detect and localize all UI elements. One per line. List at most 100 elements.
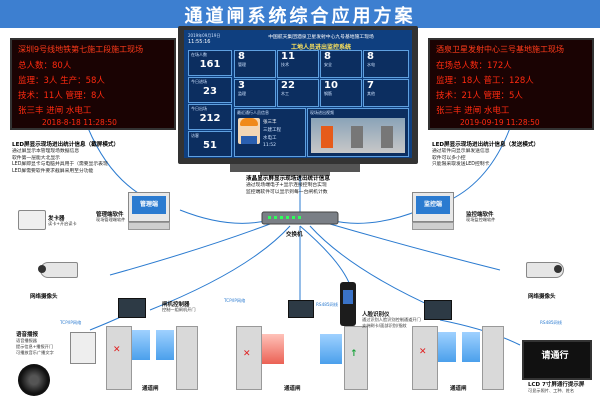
trade-count: 8 xyxy=(238,51,245,62)
screen-system-title: 工地人员进出监控系统 xyxy=(290,44,351,51)
net-label: RS485网线 xyxy=(540,320,562,325)
gate-pillar xyxy=(236,326,262,390)
manage-pc-screen: 管理端 xyxy=(132,196,166,214)
person-name: 张三丰 xyxy=(263,120,277,125)
voice-controller-label: 语音播报 xyxy=(16,332,39,338)
monitor-pc-screen: 监控端 xyxy=(416,196,450,214)
video-frame xyxy=(311,118,405,153)
gate-flap xyxy=(462,332,480,362)
stat-value: 161 xyxy=(199,59,221,70)
stat-tile: 今日出场 212 xyxy=(188,104,232,130)
trade-count: 3 xyxy=(238,80,245,91)
trade-count: 22 xyxy=(281,80,295,91)
stat-tile: 在场人数 161 xyxy=(188,50,232,76)
stat-tile: 访客 51 xyxy=(188,131,232,157)
keyboard-icon xyxy=(128,222,170,230)
gate-pillar xyxy=(482,326,504,390)
stat-value: 23 xyxy=(203,86,217,97)
screen-clock: 11:55:16 xyxy=(188,39,211,45)
trade-label: 木工 xyxy=(281,91,289,96)
led-left-caption-line: 通过屏显示本管理现场数据信息 xyxy=(12,149,80,155)
trade-label: 监理 xyxy=(238,91,246,96)
switch-port xyxy=(298,216,301,219)
manage-pc: 管理端 xyxy=(128,192,170,222)
gate-flap xyxy=(438,332,456,362)
person-photo xyxy=(238,118,260,144)
wire-controller-right xyxy=(309,225,441,311)
card-reader-icon xyxy=(18,210,46,230)
gate-pillar-icon xyxy=(351,126,363,148)
face-line: 通过识别人脸识别控制通道开门 xyxy=(362,317,421,322)
video-panel: 现场进出视频 xyxy=(307,108,409,157)
page-title: 通道闸系统综合应用方案 xyxy=(184,6,416,27)
camera-left-label: 网络摄像头 xyxy=(30,294,58,300)
monitor-stand xyxy=(230,164,360,172)
face-terminal xyxy=(340,282,356,326)
header-bar xyxy=(0,0,600,28)
trade-count: 10 xyxy=(324,80,338,91)
switch-port xyxy=(274,216,277,219)
screen-company: 中国航天集团酒泉卫星发射中心九号基地施工现场 xyxy=(268,35,374,40)
led-right-time: 2019-09-19 11:28:50 xyxy=(460,118,540,127)
stat-label: 在场人数 xyxy=(191,52,207,57)
lcd-prompt-text: 请通行 xyxy=(541,351,569,361)
led-right-caption: LED屏显示现场进出统计信息（发送模式） 通过软件向显示屏发送信息 软件可以多小… xyxy=(432,142,539,169)
person-trade: 水电工 xyxy=(263,136,277,141)
monitor-pc-label: 监控端软件 xyxy=(466,212,494,218)
led-display-right: 酒泉卫星发射中心三号基地施工现场 在场总人数：172人 监理：18人 普工：12… xyxy=(428,38,594,130)
lane-left-label: 通道闸 xyxy=(142,386,159,392)
video-panel-title: 现场进出视频 xyxy=(310,110,334,115)
led-left-caption: LED屏显示现场进出统计信息（截屏模式） 通过屏显示本管理现场数据信息 软件第一… xyxy=(12,142,119,175)
led-right-caption-line: 只能限采取发送LED控制卡 xyxy=(432,162,490,168)
led-right-caption-title: LED屏显示现场进出统计信息（发送模式） xyxy=(432,142,540,148)
keyboard-icon xyxy=(412,222,454,230)
gate-pillar xyxy=(106,326,132,390)
stop-x-icon: ✕ xyxy=(113,345,121,355)
net-label: TCP/IP网络 xyxy=(224,298,246,303)
manage-pc-sub: 现场管理端软件 xyxy=(96,217,126,222)
face-line: 支持刷卡/面部识别/指纹 xyxy=(362,323,407,328)
person-time: 11:52 xyxy=(263,143,276,148)
stat-label: 今日进场 xyxy=(191,79,207,84)
led-right-line-2: 在场总人数：172人 xyxy=(436,61,512,71)
trade-label: 钢筋 xyxy=(324,91,332,96)
stop-x-icon: ✕ xyxy=(243,349,251,359)
gate-flap xyxy=(132,330,150,360)
switch-port xyxy=(280,216,283,219)
trade-count: 8 xyxy=(367,51,374,62)
led-display-left: 深圳9号线地铁第七施工段施工现场 总人数：80人 监理：3人 生产：58人 技术… xyxy=(10,38,176,130)
card-reader-label: 发卡器 xyxy=(48,216,65,222)
speaker-icon xyxy=(18,364,50,396)
net-label: TCP/IP网络 xyxy=(60,320,82,325)
led-right-line-1: 酒泉卫星发射中心三号基地施工现场 xyxy=(436,45,564,54)
stat-value: 212 xyxy=(199,113,221,124)
wire-monitor-pc xyxy=(329,209,421,224)
trade-label: 技术 xyxy=(281,62,289,67)
wire-face xyxy=(299,225,351,286)
lcd-label: LCD 7寸屏通行提示屏 xyxy=(528,382,585,388)
voice-line: 可播放音乐广播文字 xyxy=(16,350,54,355)
monitor-caption-line: 通过现场端电子+显示连接控制台实现 xyxy=(246,183,327,189)
gate-pillar xyxy=(344,326,368,390)
pass-arrow-icon: ↑ xyxy=(350,349,358,359)
wire-camera-left xyxy=(109,223,271,276)
led-right-line-4: 技术：21人 管理：5人 xyxy=(436,91,523,101)
led-left-line-4: 技术：11人 管理：8人 xyxy=(18,91,105,101)
led-left-caption-line: LED屏即显卡与电脑并具用于（需要显示表现 xyxy=(12,162,108,168)
switch-port xyxy=(292,216,295,219)
voice-player-icon xyxy=(70,332,96,364)
gate-controller-box xyxy=(118,298,146,318)
stat-value: 51 xyxy=(203,140,217,151)
voice-line: 语音播报器 xyxy=(16,338,37,343)
gate-pillar-icon xyxy=(321,126,333,148)
stat-tile: 今日进场 23 xyxy=(188,77,232,103)
person-panel-title: 最近通行人员信息 xyxy=(237,110,269,115)
gate-controller-sub: 控制一组闸机开门 xyxy=(162,307,196,312)
monitor-caption: 液晶显示屏显示现场进出统计信息 通过现场端电子+显示连接控制台实现 监控端软件可… xyxy=(246,176,330,196)
